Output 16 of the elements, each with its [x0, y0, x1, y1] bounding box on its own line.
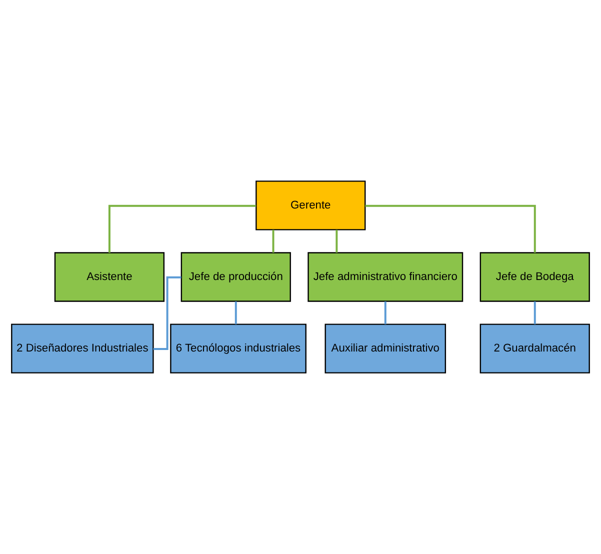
node-box: Asistente — [54, 252, 165, 302]
node-box: Jefe de Bodega — [480, 252, 590, 302]
connector — [384, 301, 386, 324]
node-box: Jefe administrativo financiero — [308, 252, 464, 302]
node-box: 2 Guardalmacén — [480, 324, 590, 374]
connector — [272, 230, 274, 253]
node-box: 2 Diseñadores Industriales — [11, 324, 154, 374]
node-box: Jefe de producción — [180, 252, 291, 302]
connector — [108, 204, 256, 253]
connector — [365, 204, 536, 253]
connector — [234, 301, 237, 324]
node-box: Gerente — [256, 180, 366, 230]
connector — [336, 230, 338, 253]
node-box: Auxiliar administrativo — [324, 324, 446, 374]
connector — [534, 301, 536, 324]
node-box: 6 Tecnólogos industriales — [170, 324, 306, 374]
